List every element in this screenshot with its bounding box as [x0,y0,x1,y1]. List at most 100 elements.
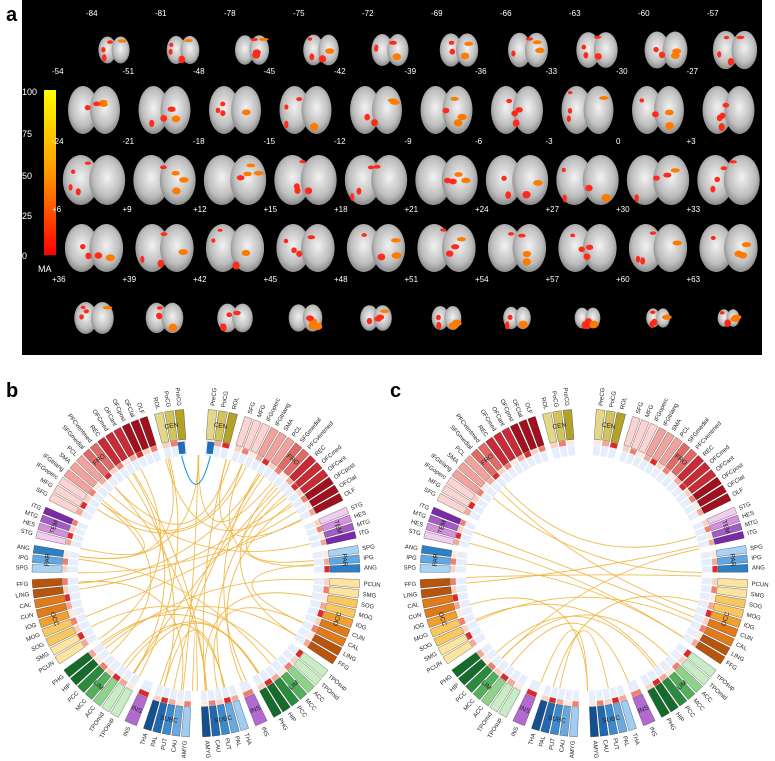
activation-blob [532,40,542,45]
inner-track [670,648,683,661]
region-segment [712,602,744,619]
region-label: HIP [674,712,685,724]
activation-blob [741,242,752,248]
inner-track [507,466,518,479]
activation-blob [220,323,225,331]
activation-blob [653,46,659,53]
activation-blob [283,238,289,244]
region-segment [446,476,476,501]
region-label: INS [260,726,269,738]
activation-blob [722,102,730,108]
network-label: OCC [49,611,60,627]
slice-coordinate-label: +9 [123,205,133,214]
slice-coordinate-label: +60 [616,275,630,284]
activation-blob [179,177,189,183]
region-segment [311,634,343,656]
blue-connection-link [181,455,211,486]
region-label: HES [410,519,424,528]
heat-track [68,609,75,618]
region-label: SMG [35,651,50,663]
inner-track [306,527,318,536]
region-segment [205,409,218,441]
activation-blob [308,321,318,330]
heat-track [630,688,642,698]
brain-slice [166,35,200,65]
slice-left-hemisphere [274,155,311,205]
heat-track [507,678,516,687]
inner-track [238,679,252,693]
region-segment [652,431,675,462]
region-segment [293,658,322,686]
brain-slice [644,31,688,69]
inner-track [692,613,705,624]
inner-track [609,686,618,698]
heat-track [708,539,715,546]
slice-coordinate-label: -63 [569,9,581,18]
region-segment [43,506,74,525]
heat-track [84,494,92,503]
slice-coordinate-label: -27 [687,67,699,76]
region-segment [31,564,63,573]
connection-link [476,596,692,622]
region-segment [329,564,361,573]
inner-track [154,684,164,697]
activation-blob [672,48,682,55]
brain-slice [371,33,409,67]
inner-track [459,599,471,609]
region-label: SPG [403,565,416,571]
region-segment [58,476,88,501]
network-label: PAR [728,553,736,567]
inner-track [122,669,134,682]
region-segment [428,514,459,532]
region-segment [550,703,563,736]
region-label: HIP [61,683,72,694]
inner-track [309,599,321,609]
activation-blob [84,105,91,111]
region-segment [451,652,481,678]
heat-track [150,445,158,453]
slice-right-hemisphere [111,36,130,64]
activation-blob [246,163,256,168]
region-segment [645,427,667,458]
inner-track [82,626,94,638]
connection-link [78,473,261,584]
region-label: IPG [751,555,762,562]
region-label: PHG [440,674,454,687]
slice-coordinate-label: +6 [52,205,62,214]
slice-right-hemisphere [90,302,114,334]
activation-blob [566,115,571,123]
activation-blob [562,194,567,203]
heat-track [290,482,299,491]
region-segment [589,706,599,738]
region-label: ROL [620,396,629,410]
connection-link [473,531,694,618]
region-label: PHG [277,717,289,732]
activation-blob [653,175,660,181]
activation-blob [584,321,592,330]
region-label: PUT [549,737,557,750]
inner-track [464,521,476,531]
heat-track [469,638,478,648]
panel-label-c: c [390,380,402,402]
heat-track [231,694,239,702]
heat-track [450,558,457,565]
region-label: IOG [355,623,368,632]
region-segment [441,484,472,507]
heat-track [170,440,179,447]
brain-slice [485,155,549,205]
region-segment [714,594,746,609]
region-segment [654,682,679,713]
brain-slice [276,224,335,272]
heat-track [307,631,315,641]
region-label: IOG [25,623,38,632]
heat-track [279,471,288,480]
region-label: IOG [413,623,426,632]
inner-track [698,540,710,548]
brain-slice [138,86,191,134]
region-segment [451,469,481,494]
region-segment [264,431,287,462]
region-label: PreCG [599,387,607,406]
region-segment [105,431,128,462]
region-segment [681,658,710,686]
region-segment [77,665,105,693]
